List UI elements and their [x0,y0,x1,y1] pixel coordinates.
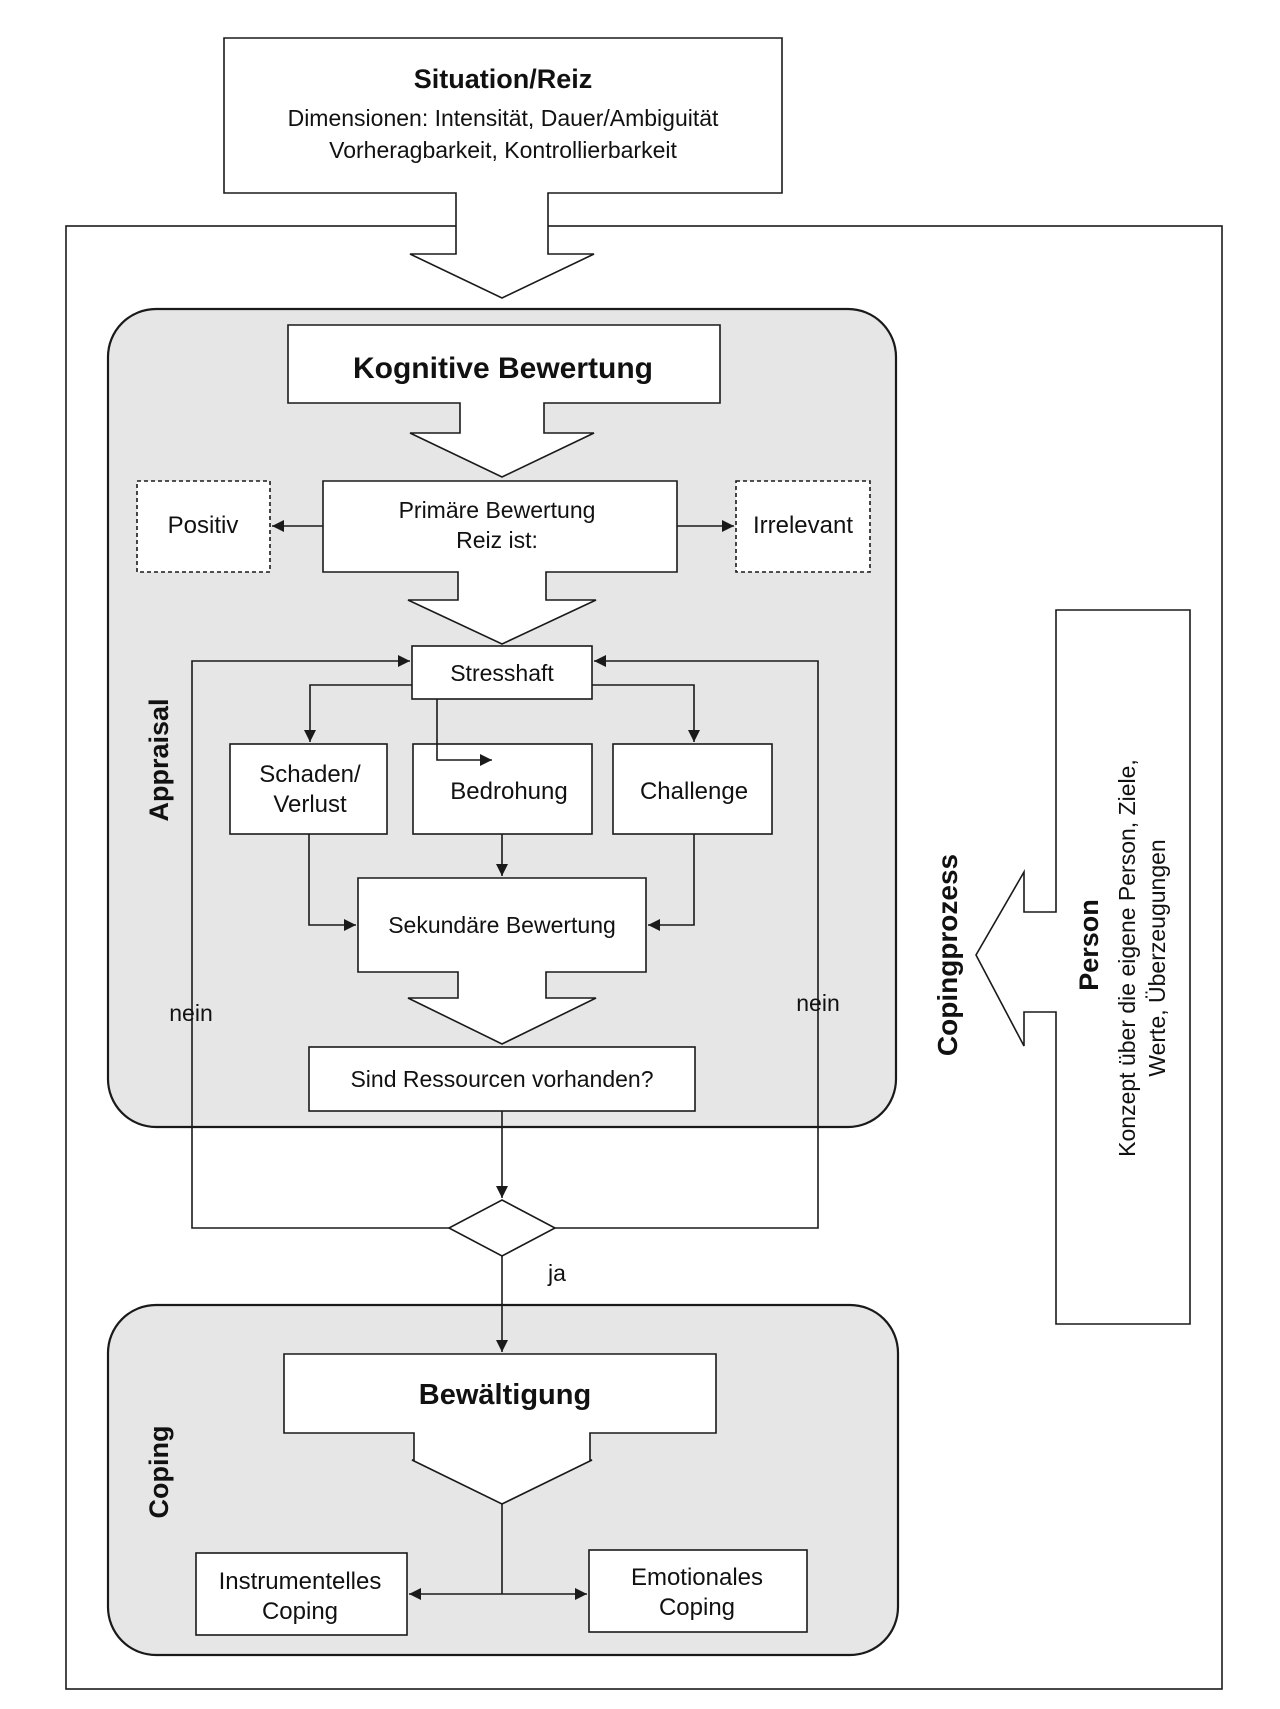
coping-block-arrow [283,1353,717,1505]
primary-appraisal-line1: Primäre Bewertung [399,497,596,523]
yes-label: ja [547,1260,566,1286]
person-title: Person [1074,899,1104,991]
challenge-label: Challenge [640,778,748,805]
harm-label-line2: Verlust [273,791,347,818]
loop-nein-left [191,655,449,1229]
emotional-coping-box [588,1549,808,1633]
challenge-box [612,743,773,835]
irrelevant-label: Irrelevant [753,512,853,539]
primary-appraisal-block-arrow [322,480,678,645]
person-line2: Werte, Überzeugungen [1144,839,1170,1076]
arrow-harm-to-secondary [308,834,356,931]
resources-label: Sind Ressourcen vorhanden? [350,1066,653,1092]
resources-box [308,1046,696,1112]
instrumental-coping-line2: Coping [262,1598,338,1625]
loop-nein-right [555,655,819,1229]
person-block-arrow [975,609,1191,1325]
outer-frame [65,225,1223,1690]
situation-title: Situation/Reiz [414,64,593,94]
positive-label: Positiv [168,512,239,539]
harm-loss-box [229,743,388,835]
coping-section-label: Coping [144,1426,174,1519]
primary-appraisal-line2: Reiz ist: [456,527,538,553]
irrelevant-box [735,480,871,573]
threat-label: Bedrohung [450,778,567,805]
emotional-coping-line2: Coping [659,1594,735,1621]
emotional-coping-line1: Emotionales [631,1564,763,1591]
coping-process-label: Copingprozess [932,854,963,1056]
instrumental-coping-line1: Instrumentelles [219,1568,382,1595]
positive-box [136,480,271,573]
situation-block-arrow [223,37,783,299]
coping-header: Bewältigung [419,1379,591,1411]
no-right-label: nein [796,990,839,1016]
kognitive-bewertung-block-arrow [287,324,721,478]
decision-diamond [447,1199,557,1257]
appraisal-header: Kognitive Bewertung [353,352,653,385]
situation-line2: Vorheragbarkeit, Kontrollierbarkeit [329,137,677,163]
threat-box [412,743,593,835]
no-left-label: nein [169,1000,212,1026]
instrumental-coping-box [195,1552,408,1636]
secondary-appraisal-block-arrow [357,877,647,1045]
secondary-appraisal-label: Sekundäre Bewertung [388,912,616,938]
arrow-to-threat [436,699,492,766]
arrow-challenge-to-secondary [648,834,695,931]
appraisal-section-label: Appraisal [144,698,174,821]
harm-label-line1: Schaden/ [259,761,361,788]
arrow-to-harm [304,684,412,742]
stressful-label: Stresshaft [450,660,554,686]
stressful-box [411,645,593,700]
situation-line1: Dimensionen: Intensität, Dauer/Ambiguitä… [288,105,719,131]
arrow-to-challenge [592,684,700,742]
person-line1: Konzept über die eigene Person, Ziele, [1114,759,1140,1157]
